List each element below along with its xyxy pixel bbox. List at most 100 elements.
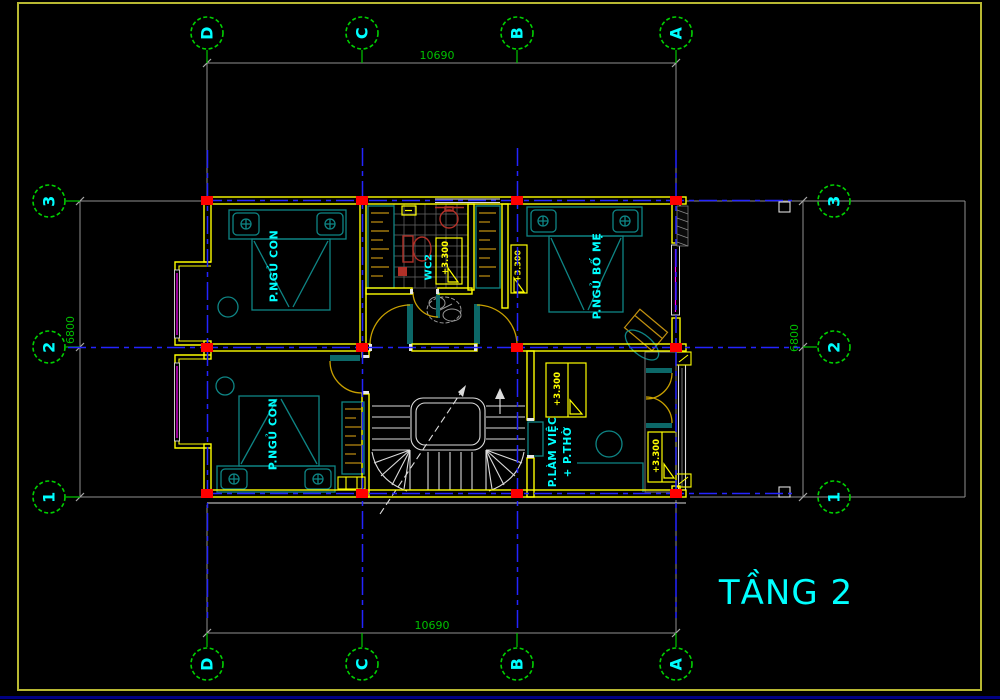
door-swing-closet-top bbox=[645, 372, 673, 400]
svg-text:+3.300: +3.300 bbox=[553, 372, 563, 406]
door-panel-closet-top bbox=[646, 368, 672, 373]
room-label-wc: WC2 bbox=[424, 254, 435, 281]
stool-bedroom-bottom bbox=[215, 376, 235, 396]
grid-bubble-stems bbox=[66, 50, 817, 647]
stair-up-arrow-icon bbox=[495, 388, 505, 399]
bay-window-top bbox=[174, 261, 211, 346]
grid-bubble-c-top: C bbox=[345, 16, 379, 50]
grid-bubble-c-bottom: C bbox=[345, 647, 379, 681]
grid-bubble-d-bottom: D bbox=[190, 647, 224, 681]
grid-bubble-2-right: 2 bbox=[817, 330, 851, 364]
svg-text:D: D bbox=[198, 657, 217, 671]
wc-small-tag bbox=[401, 205, 417, 216]
wardrobe-left bbox=[367, 205, 395, 289]
stair-break-line bbox=[379, 387, 465, 515]
svg-text:C: C bbox=[353, 27, 372, 39]
grid-bubble-a-bottom: A bbox=[659, 647, 693, 681]
door-swing-hall-left bbox=[369, 304, 411, 346]
door-swing-bedroom-bottom bbox=[329, 360, 363, 394]
svg-text:1: 1 bbox=[40, 491, 59, 503]
grid-bubble-b-top: B bbox=[500, 16, 534, 50]
sheet-border bbox=[17, 2, 982, 691]
floor-drain bbox=[398, 267, 407, 276]
svg-text:C: C bbox=[353, 658, 372, 670]
section-marker-top bbox=[778, 201, 791, 213]
grid-centerlines bbox=[68, 148, 800, 630]
svg-text:+3.300: +3.300 bbox=[441, 241, 451, 275]
door-swing-wc bbox=[412, 291, 439, 318]
section-marker-bottom bbox=[778, 486, 791, 498]
doors bbox=[329, 291, 673, 428]
dim-height-left: 6800 bbox=[64, 316, 77, 344]
wall-wc-south-left bbox=[365, 287, 413, 295]
grid-bubble-3-left: 3 bbox=[32, 184, 66, 218]
svg-text:3: 3 bbox=[825, 195, 844, 207]
plant-work-room bbox=[595, 430, 623, 458]
level-marker-work-top: +3.300 bbox=[545, 362, 587, 418]
svg-text:A: A bbox=[667, 657, 686, 670]
wall-wc-south-right bbox=[437, 287, 473, 295]
room-label-bedroom-top: P.NGỦ CON bbox=[267, 230, 281, 302]
wall-master-west bbox=[501, 203, 509, 309]
hatch-shaft bbox=[676, 205, 689, 247]
wall-wc-east bbox=[467, 203, 475, 291]
room-label-master: P.NGỦ BỐ MẸ bbox=[589, 233, 604, 320]
door-panel-hall-left bbox=[407, 304, 413, 344]
svg-text:A: A bbox=[667, 26, 686, 39]
counter-work-room bbox=[577, 462, 644, 492]
svg-text:B: B bbox=[508, 658, 527, 671]
desk-side bbox=[527, 421, 544, 457]
grid-bubbles: D C B A D C B A 3 2 1 3 2 1 bbox=[32, 16, 851, 681]
door-panel-bedroom-bottom bbox=[330, 355, 360, 361]
grid-bubble-3-right: 3 bbox=[817, 184, 851, 218]
bay-window-bottom bbox=[174, 354, 211, 449]
svg-text:2: 2 bbox=[825, 341, 844, 353]
floor-title: TẦNG 2 bbox=[718, 569, 853, 613]
grid-bubble-1-left: 1 bbox=[32, 480, 66, 514]
wardrobe-bedroom-bottom bbox=[341, 401, 365, 475]
door-swing-closet-bottom bbox=[645, 396, 673, 424]
grid-bubble-2-left: 2 bbox=[32, 330, 66, 364]
svg-text:B: B bbox=[508, 27, 527, 40]
level-marker-work-bottom: +3.300 bbox=[647, 431, 677, 483]
grid-bubble-1-right: 1 bbox=[817, 480, 851, 514]
grid-bubble-a-top: A bbox=[659, 16, 693, 50]
dim-width-top: 10690 bbox=[420, 49, 455, 62]
svg-text:+3.300: +3.300 bbox=[514, 250, 523, 282]
dim-width-bottom: 10690 bbox=[415, 619, 450, 632]
svg-text:3: 3 bbox=[40, 195, 59, 207]
room-label-work-line2: + P.THỜ bbox=[561, 427, 574, 478]
svg-text:2: 2 bbox=[40, 341, 59, 353]
bed-bedroom-bottom bbox=[216, 395, 336, 493]
sink bbox=[435, 206, 464, 229]
level-marker-wc: +3.300 bbox=[435, 237, 463, 285]
staircase bbox=[371, 385, 525, 515]
room-label-work-line1: P.LÀM VIỆC bbox=[546, 417, 559, 488]
door-jambs bbox=[362, 289, 534, 458]
room-label-bedroom-bottom: P.NGỦ CON bbox=[266, 398, 280, 470]
svg-text:D: D bbox=[198, 26, 217, 40]
plant-hall bbox=[426, 296, 462, 324]
wall-work-west-upper bbox=[526, 350, 535, 421]
door-panel-closet-bottom bbox=[646, 423, 672, 428]
dim-height-right: 6800 bbox=[788, 324, 801, 352]
level-marker-master: +3.300 bbox=[510, 244, 528, 294]
door-panel-wc bbox=[436, 292, 440, 318]
door-panel-hall-right bbox=[474, 304, 480, 344]
door-swing-hall-right bbox=[476, 304, 518, 346]
desk-chair-master bbox=[623, 308, 669, 361]
bed-bedroom-top bbox=[228, 209, 347, 311]
stool-bedroom-top bbox=[217, 296, 239, 318]
wardrobe-right bbox=[475, 205, 501, 289]
wall-work-west-lower bbox=[526, 457, 535, 498]
grid-bubble-d-top: D bbox=[190, 16, 224, 50]
grid-bubble-b-bottom: B bbox=[500, 647, 534, 681]
svg-text:+3.300: +3.300 bbox=[652, 439, 662, 473]
stair-break-arrow bbox=[458, 385, 466, 397]
structural-columns bbox=[201, 196, 682, 498]
svg-text:1: 1 bbox=[825, 491, 844, 503]
toilet bbox=[402, 235, 432, 263]
bed-master bbox=[526, 206, 643, 313]
